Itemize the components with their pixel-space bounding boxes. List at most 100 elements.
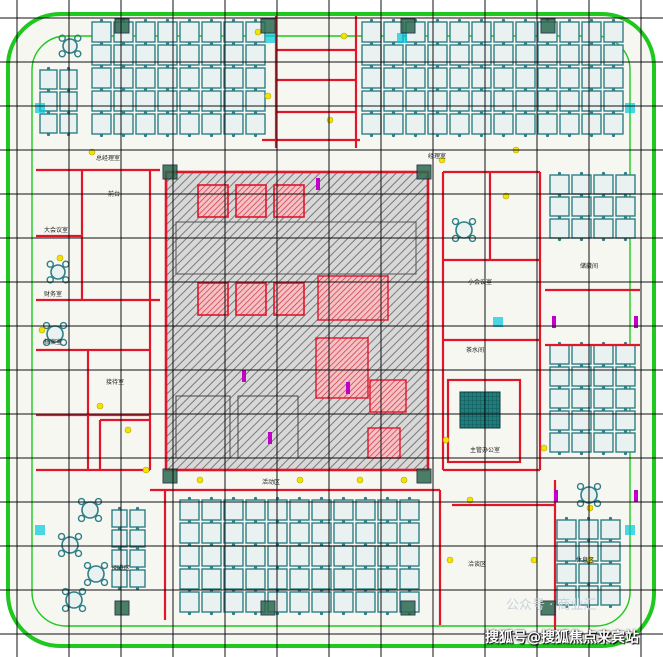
workstation-bottom-chair — [319, 565, 324, 570]
workstation-bottom-left-chair — [117, 566, 122, 571]
workstation-top-right-chair — [567, 18, 572, 23]
workstation-bottom-chair — [187, 611, 192, 616]
workstation-top-right-chair — [567, 110, 572, 115]
workstation-top-right-chair — [501, 87, 506, 92]
workstation-right-upper-chair — [557, 171, 562, 176]
workstation-bottom — [245, 568, 266, 590]
workstation-top-right-chair — [369, 64, 374, 69]
workstation-right-mid — [549, 344, 570, 365]
workstation-bottom — [333, 522, 354, 544]
workstation-top-right — [603, 90, 624, 112]
sprinkler-marker — [400, 476, 408, 484]
workstation-top-left-chair — [253, 64, 258, 69]
workstation-top-left-chair — [99, 110, 104, 115]
workstation-left-chair — [46, 132, 51, 137]
workstation-top-right-chair — [369, 18, 374, 23]
workstation-bottom — [355, 499, 376, 521]
workstation-top-right-chair — [611, 133, 616, 138]
inner-outline — [31, 35, 631, 627]
workstation-bottom — [355, 545, 376, 567]
workstation-top-left — [135, 67, 156, 89]
workstation-right-mid-chair — [557, 429, 562, 434]
workstation-right-upper — [549, 174, 570, 195]
workstation-top-right-chair — [567, 64, 572, 69]
workstation-bottom-left-chair — [135, 506, 140, 511]
core-shaft — [273, 184, 305, 218]
workstation-bottom-chair — [253, 611, 258, 616]
workstation-right-mid-chair — [557, 363, 562, 368]
structural-column — [416, 164, 432, 180]
workstation-top-right-chair — [611, 64, 616, 69]
workstation-top-left-chair — [253, 133, 258, 138]
workstation-top-left — [113, 90, 134, 112]
workstation-right-mid-chair — [601, 407, 606, 412]
workstation-top-right-chair — [545, 133, 550, 138]
workstation-top-left-chair — [253, 87, 258, 92]
workstation-bottom-chair — [407, 565, 412, 570]
workstation-top-right-chair — [567, 133, 572, 138]
workstation-top-right-chair — [413, 110, 418, 115]
workstation-bottom-chair — [231, 611, 236, 616]
workstation-bottom-chair — [363, 611, 368, 616]
workstation-bottom-chair — [187, 519, 192, 524]
workstation-top-right-chair — [435, 133, 440, 138]
workstation-top-right-chair — [501, 133, 506, 138]
workstation-bottom-chair — [319, 496, 324, 501]
lounge-table-seat — [74, 34, 82, 42]
workstation-bottom — [289, 545, 310, 567]
lounge-table-seat — [100, 578, 109, 587]
workstation-bottom-chair — [253, 519, 258, 524]
workstation-top-right — [581, 67, 602, 89]
lounge-table — [62, 38, 78, 54]
workstation-bottom-chair — [231, 542, 236, 547]
workstation-bottom-chair — [385, 519, 390, 524]
workstation-top-right-chair — [435, 41, 440, 46]
workstation-bottom — [289, 568, 310, 590]
core-shaft — [197, 184, 229, 218]
column-marker — [397, 33, 407, 43]
workstation-top-right-chair — [479, 133, 484, 138]
workstation-top-right-chair — [501, 64, 506, 69]
workstation-right-upper — [615, 218, 636, 239]
structural-column — [260, 18, 276, 34]
workstation-top-right-chair — [391, 87, 396, 92]
workstation-top-left — [157, 21, 178, 43]
workstation-right-lower — [556, 541, 577, 562]
workstation-top-left-chair — [143, 41, 148, 46]
door-marker — [634, 316, 638, 328]
workstation-top-right — [581, 90, 602, 112]
workstation-top-right-chair — [457, 64, 462, 69]
workstation-bottom-chair — [297, 611, 302, 616]
workstation-top-left-chair — [121, 87, 126, 92]
structural-column — [540, 18, 556, 34]
workstation-top-right — [361, 90, 382, 112]
workstation-bottom-chair — [385, 611, 390, 616]
workstation-bottom-left — [111, 569, 128, 588]
workstation-right-mid-chair — [579, 363, 584, 368]
workstation-top-right — [581, 21, 602, 43]
workstation-bottom-chair — [341, 611, 346, 616]
workstation-top-right-chair — [391, 110, 396, 115]
workstation-top-left — [223, 21, 244, 43]
workstation-top-right-chair — [611, 110, 616, 115]
workstation-bottom-left-chair — [135, 546, 140, 551]
workstation-bottom — [179, 591, 200, 613]
reception-table — [50, 264, 66, 280]
workstation-top-left — [91, 113, 112, 135]
workstation-bottom-chair — [209, 565, 214, 570]
workstation-right-lower-chair — [564, 582, 569, 587]
workstation-bottom-left — [129, 549, 146, 568]
workstation-right-lower — [600, 541, 621, 562]
room-label: 洽谈区 — [468, 560, 486, 568]
workstation-right-mid — [571, 344, 592, 365]
workstation-left-chair — [46, 88, 51, 93]
workstation-top-right — [383, 113, 404, 135]
column-marker — [35, 103, 45, 113]
workstation-bottom — [355, 568, 376, 590]
lounge-table-seat — [100, 561, 109, 570]
workstation-right-mid — [593, 432, 614, 453]
workstation-top-right-chair — [457, 110, 462, 115]
workstation-right-mid-chair — [623, 429, 628, 434]
sprinkler-marker — [124, 426, 132, 434]
workstation-bottom-chair — [297, 542, 302, 547]
